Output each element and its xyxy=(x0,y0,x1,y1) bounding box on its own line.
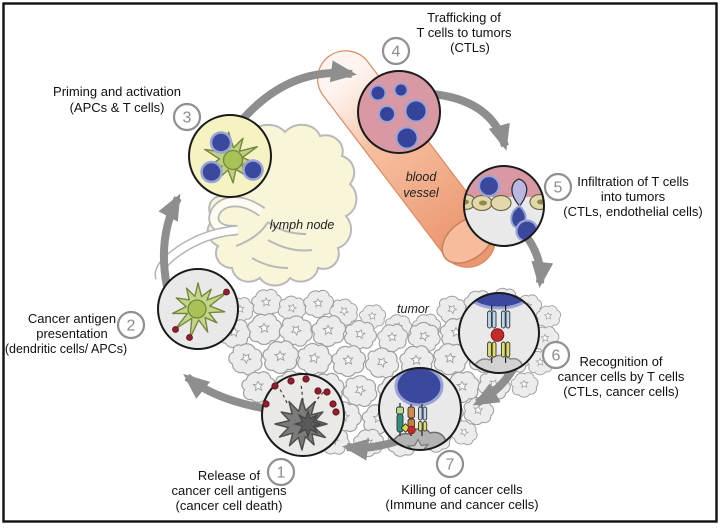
step-1-label-line1: Release of xyxy=(198,468,261,483)
step-6-recognition-illustration xyxy=(458,292,540,374)
step-5-label-line1: Infiltration of T cells xyxy=(577,174,689,189)
step-7-number: 7 xyxy=(446,457,455,474)
step-1-label-line2: cancer cell antigens xyxy=(172,483,287,498)
step-3-priming-illustration xyxy=(188,114,272,198)
step-3-label-line1: Priming and activation xyxy=(53,84,181,99)
step-2-label-line2: presentation xyxy=(36,326,108,341)
step-7-badge: 7 xyxy=(435,449,465,479)
step-2-label-line1: Cancer antigen xyxy=(28,311,116,326)
step-7-label-line1: Killing of cancer cells xyxy=(401,482,523,497)
arrow-step1-to-step2 xyxy=(183,373,269,413)
step-3-number: 3 xyxy=(183,110,192,127)
step-6-label-line3: (CTLs, cancer cells) xyxy=(563,384,679,399)
step-5-badge: 5 xyxy=(543,172,573,202)
step-7-label-line2: (Immune and cancer cells) xyxy=(385,497,538,512)
step-1-number: 1 xyxy=(277,465,286,482)
step-1-release-illustration xyxy=(261,373,345,457)
step-2-label-line3: (dendritic cells/ APCs) xyxy=(5,342,127,356)
step-4-label-line2: T cells to tumors xyxy=(416,25,512,40)
lymphatic-vessels xyxy=(154,196,266,280)
step-4-trafficking-illustration xyxy=(357,70,441,154)
step-6-number: 6 xyxy=(552,348,561,365)
step-6-label-line2: cancer cells by T cells xyxy=(558,369,685,384)
step-5-label-line3: (CTLs, endothelial cells) xyxy=(563,204,702,219)
step-2-presentation-illustration xyxy=(157,268,239,350)
arrow-step7-to-step1 xyxy=(342,437,400,461)
step-1-label-line3: (cancer cell death) xyxy=(176,498,283,513)
step-3-label-line2: (APCs & T cells) xyxy=(70,100,165,115)
anatomy-labels: lymph node blood vessel tumor xyxy=(270,170,440,316)
step-6-badge: 6 xyxy=(541,340,571,370)
step-labels: Trafficking of T cells to tumors (CTLs) … xyxy=(5,10,703,513)
arrow-step3-to-step4 xyxy=(239,60,357,123)
step-badges: 1 2 3 4 5 6 7 xyxy=(116,36,573,487)
step-2-badge: 2 xyxy=(116,310,146,340)
step-4-label-line3: (CTLs) xyxy=(450,40,490,55)
lymph-node-label: lymph node xyxy=(270,218,335,232)
blood-vessel-label-line1: blood xyxy=(406,170,438,184)
step-5-label-line2: into tumors xyxy=(601,189,666,204)
blood-vessel-label-line2: vessel xyxy=(403,186,440,200)
step-4-number: 4 xyxy=(392,44,401,61)
step-7-killing-illustration xyxy=(378,367,462,451)
arrow-step4-to-step5 xyxy=(431,90,510,151)
step-5-number: 5 xyxy=(554,180,563,197)
tumor-label: tumor xyxy=(397,302,430,316)
released-antigens xyxy=(262,375,340,416)
step-4-badge: 4 xyxy=(381,36,411,66)
step-4-label-line1: Trafficking of xyxy=(427,10,501,25)
step-3-badge: 3 xyxy=(172,102,202,132)
step-6-label-line1: Recognition of xyxy=(579,354,662,369)
step-2-number: 2 xyxy=(127,318,136,335)
step-1-badge: 1 xyxy=(266,457,296,487)
